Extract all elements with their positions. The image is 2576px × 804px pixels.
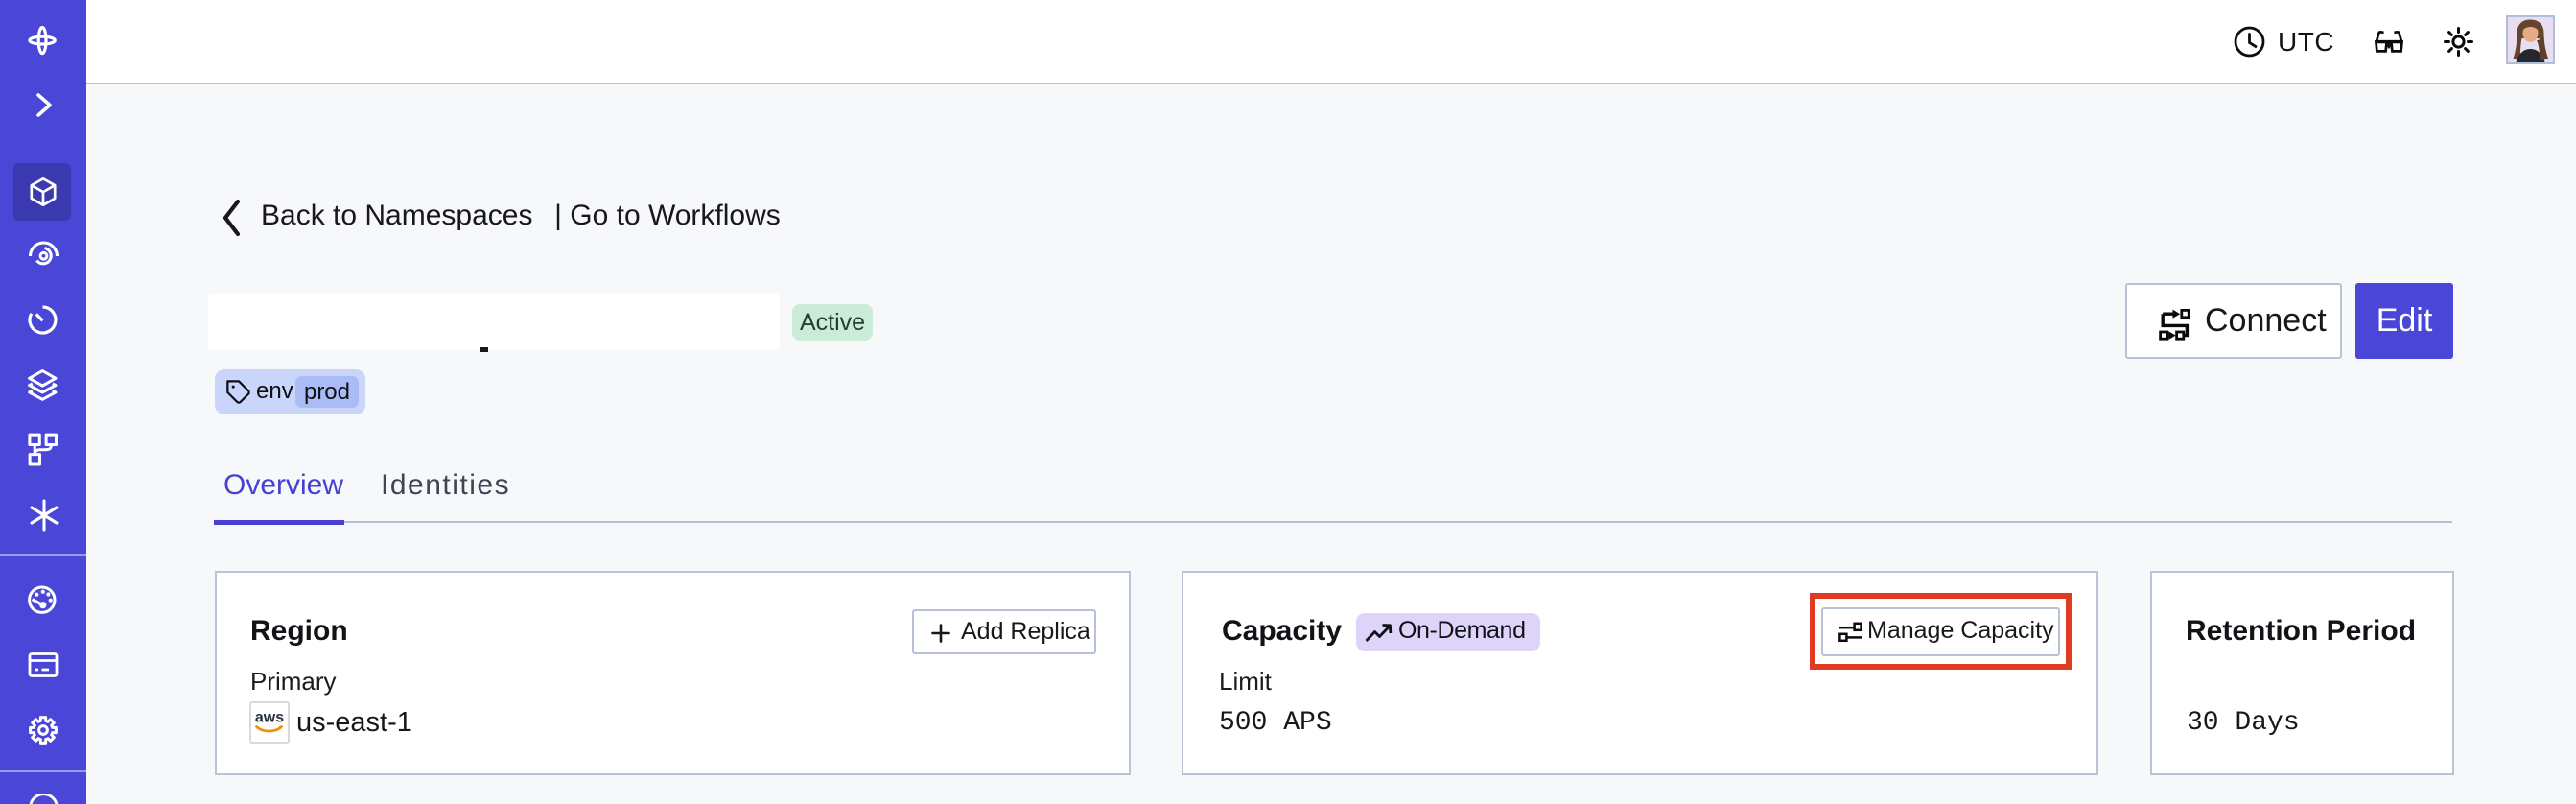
svg-text:aws: aws <box>255 710 284 726</box>
